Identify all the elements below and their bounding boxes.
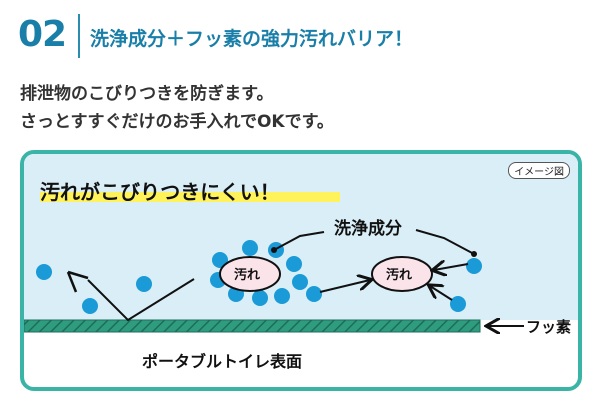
- cleaning-dot: [286, 256, 302, 272]
- cleaning-dot: [274, 288, 290, 304]
- cleaning-pointer: [273, 231, 325, 251]
- cleaning-pointer-right: [415, 229, 475, 255]
- cleaning-dot: [36, 264, 52, 280]
- diagram-title: 汚れがこびりつきにくい！: [40, 180, 280, 204]
- section-header: 02 洗浄成分＋フッ素の強力汚れバリア！: [14, 10, 586, 62]
- section-title: 洗浄成分＋フッ素の強力汚れバリア！: [90, 28, 414, 50]
- surface-label: ポータブルトイレ表面: [142, 352, 303, 371]
- cleaning-dot: [252, 290, 268, 306]
- cleaning-agent-label: 洗浄成分: [334, 219, 402, 239]
- description-line-1: 排泄物のこびりつきを防ぎます。: [20, 84, 274, 104]
- repel-arrow: [430, 286, 453, 301]
- bounce-path: [87, 278, 195, 322]
- dirt-label-left: 汚れ: [234, 268, 261, 283]
- diagram-illustration: [24, 229, 524, 387]
- repel-arrow: [434, 264, 469, 270]
- cleaning-dot: [466, 258, 482, 274]
- header-divider: [78, 14, 80, 58]
- description-line-2: さっとすすぐだけのお手入れでOKです。: [20, 112, 334, 132]
- cleaning-dot: [450, 296, 466, 312]
- cleaning-dot: [292, 274, 308, 290]
- fluorine-layer: [24, 319, 481, 333]
- cleaning-dot: [82, 298, 98, 314]
- repel-arrow: [319, 280, 370, 293]
- image-note-badge: イメージ図: [508, 162, 570, 179]
- cleaning-dot: [136, 276, 152, 292]
- diagram-background: [24, 154, 578, 320]
- pointer-dot: [471, 251, 477, 257]
- title-highlight: [40, 192, 340, 202]
- cleaning-dot: [242, 240, 258, 256]
- cleaning-dot: [212, 252, 228, 268]
- dirt-blob-left: [219, 256, 281, 292]
- description: 排泄物のこびりつきを防ぎます。 さっとすすぐだけのお手入れでOKです。: [20, 80, 334, 136]
- bounce-arrowhead: [66, 270, 89, 293]
- section-number: 02: [18, 14, 67, 55]
- pointer-dot: [271, 247, 277, 253]
- cleaning-dot: [306, 286, 322, 302]
- dirt-label-right: 汚れ: [386, 268, 413, 283]
- fluorine-label: フッ素: [526, 318, 572, 336]
- diagram-panel: 汚れがこびりつきにくい！ イメージ図: [20, 150, 582, 391]
